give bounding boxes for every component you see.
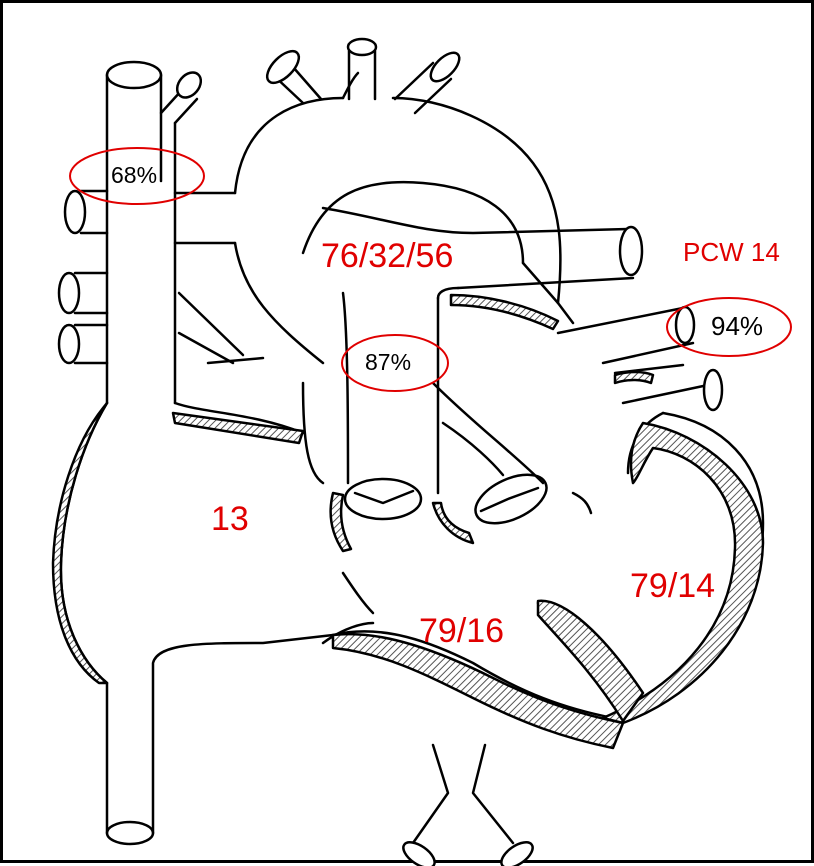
- lv-pressure-label: 79/14: [630, 569, 715, 603]
- semilunar-valves: [345, 383, 554, 533]
- svc-saturation-label: 68%: [111, 164, 157, 187]
- aortic-root-wall: [433, 503, 473, 543]
- pa-pressure-label: 76/32/56: [321, 239, 453, 273]
- pulmonary-wall: [451, 295, 558, 329]
- rv-pressure-label: 79/16: [419, 614, 504, 648]
- inner-chamber-lines: [179, 293, 323, 483]
- pv-saturation-label: 94%: [711, 313, 763, 339]
- pa-saturation-label: 87%: [365, 351, 411, 374]
- aortic-arch: [175, 39, 560, 363]
- superior-vena-cava: [107, 62, 206, 403]
- ra-pressure-label: 13: [211, 502, 249, 536]
- pulmonary-vein-wall: [615, 372, 653, 383]
- right-atrium-outline: [61, 403, 333, 844]
- atrial-septum: [173, 413, 303, 443]
- pulmonary-veins: [558, 303, 722, 410]
- inferior-vessels: [399, 745, 537, 866]
- pcw-pressure-label: PCW 14: [683, 239, 780, 265]
- systemic-vein-branches: [59, 191, 107, 363]
- heart-drawing: [3, 3, 814, 866]
- right-atrium-wall: [53, 403, 107, 683]
